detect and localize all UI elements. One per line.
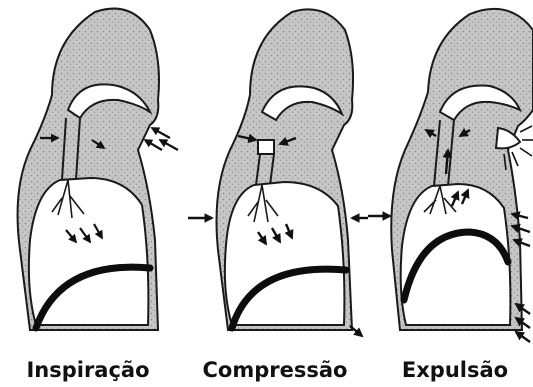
- lung: [401, 184, 511, 325]
- panel-inspiration: [18, 9, 178, 330]
- closed-glottis: [258, 140, 274, 154]
- label-compression: Compressão: [185, 356, 365, 384]
- panel-expulsion: [368, 9, 533, 342]
- label-inspiration: Inspiração: [8, 356, 168, 384]
- label-expulsion: Expulsão: [380, 356, 530, 384]
- panel-compression: [188, 9, 368, 336]
